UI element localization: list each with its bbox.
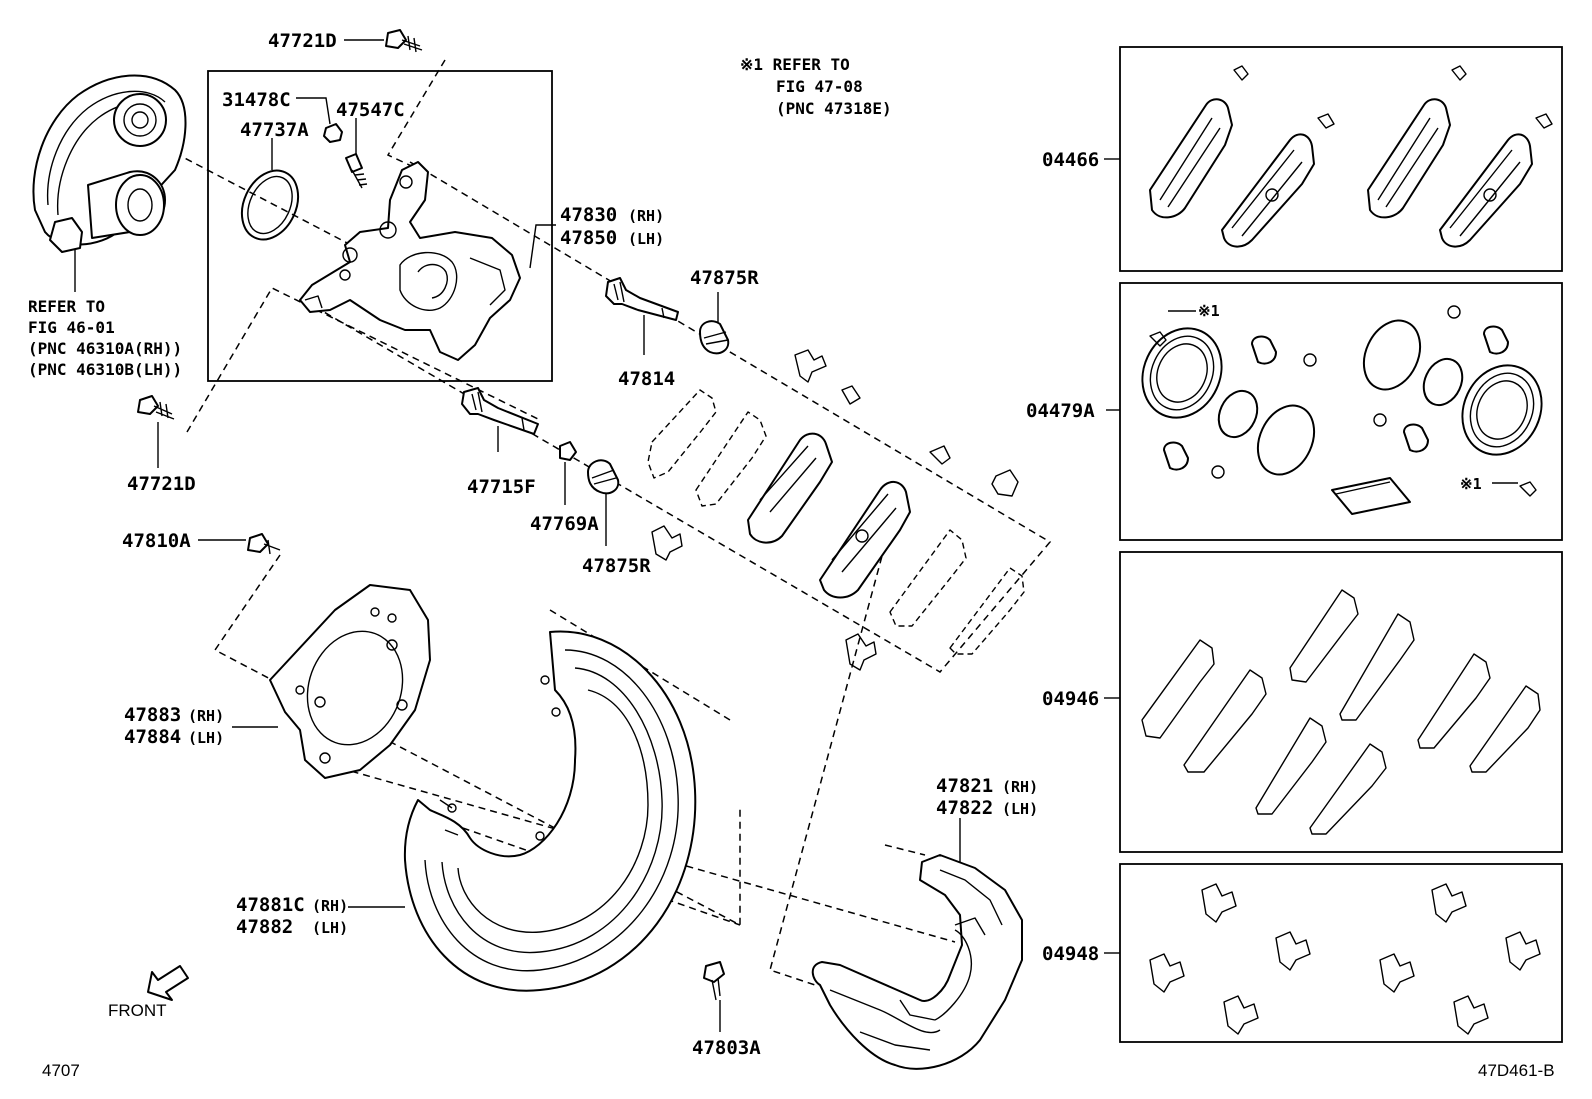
kit-box-04946 [1119, 551, 1563, 853]
o-ring-47737a [240, 169, 300, 241]
bolt-47721d-bottom [137, 395, 175, 420]
label-47822-side: (LH) [1002, 800, 1038, 818]
part-labels: 47721D 31478C 47547C 47737A 47830 (RH) 4… [122, 30, 1482, 1059]
label-47875r-top: 47875R [690, 267, 759, 289]
label-kit-04466: 04466 [1042, 149, 1099, 171]
note-refer-top-1: ※1 REFER TO [740, 55, 850, 74]
label-kit-04946: 04946 [1042, 688, 1099, 710]
label-47737a: 47737A [240, 119, 309, 141]
label-kit-mark-1: ※1 [1198, 302, 1220, 320]
kit-box-04948 [1119, 863, 1563, 1043]
front-label: FRONT [108, 1001, 167, 1020]
label-47883-side: (RH) [188, 707, 224, 725]
front-arrow-icon [147, 965, 189, 1001]
label-47882-side: (LH) [312, 919, 348, 937]
bolt-47810a [247, 533, 281, 555]
bushing-47769a [559, 441, 577, 461]
label-47884: 47884 [124, 726, 181, 748]
boot-47875r-bottom [587, 459, 620, 495]
label-47850: 47850 [560, 227, 617, 249]
label-47821: 47821 [936, 775, 993, 797]
note-refer-left-2: FIG 46-01 [28, 318, 115, 337]
label-47803a: 47803A [692, 1037, 761, 1059]
kit-04466-pads [1149, 65, 1553, 248]
bleeder-cap-31478c [323, 123, 343, 143]
dust-cover-47881c [403, 630, 697, 992]
mounting-plate-47883 [269, 584, 431, 779]
slide-pin-47814 [605, 277, 679, 321]
assembly-lines [174, 59, 1052, 986]
note-refer-left-4: (PNC 46310B(LH)) [28, 360, 182, 379]
label-47883: 47883 [124, 704, 181, 726]
label-47882: 47882 [236, 916, 293, 938]
note-refer-left-3: (PNC 46310A(RH)) [28, 339, 182, 358]
note-refer-top-3: (PNC 47318E) [776, 99, 892, 118]
label-47821-side: (RH) [1002, 778, 1038, 796]
label-47830: 47830 [560, 204, 617, 226]
label-31478c: 31478C [222, 89, 291, 111]
kit-box-04479a [1119, 282, 1563, 541]
screw-47803a [703, 961, 725, 1001]
label-47830-side: (RH) [628, 207, 664, 225]
label-47769a: 47769A [530, 513, 599, 535]
label-kit-04479a: 04479A [1026, 400, 1095, 422]
label-47721d-bottom: 47721D [127, 473, 196, 495]
label-47884-side: (LH) [188, 729, 224, 747]
caliper-box [207, 70, 553, 382]
label-47822: 47822 [936, 797, 993, 819]
kit-04479a-seals [1141, 305, 1543, 515]
label-47875r-bottom: 47875R [582, 555, 651, 577]
label-kit-04948: 04948 [1042, 943, 1099, 965]
kit-04946-shims [1141, 589, 1541, 835]
label-47721d-top: 47721D [268, 30, 337, 52]
caliper-body [299, 161, 521, 361]
label-47814: 47814 [618, 368, 675, 390]
label-47850-side: (LH) [628, 230, 664, 248]
slide-pin-47715f [461, 387, 539, 435]
page-code: 4707 [42, 1061, 80, 1080]
leader-lines [157, 39, 1518, 1032]
reference-notes: ※1 REFER TO FIG 47-08 (PNC 47318E) REFER… [28, 55, 892, 379]
label-47881c: 47881C [236, 894, 305, 916]
label-47881c-side: (RH) [312, 897, 348, 915]
pad-shims-and-clips [647, 349, 1025, 671]
caliper-mounting-47821 [811, 854, 1023, 1070]
bolt-47721d-top [385, 29, 423, 53]
kit-04948-clips [1149, 883, 1541, 1035]
label-47810a: 47810A [122, 530, 191, 552]
label-47715f: 47715F [467, 476, 536, 498]
label-47547c: 47547C [336, 99, 405, 121]
note-refer-left-1: REFER TO [28, 297, 105, 316]
note-refer-top-2: FIG 47-08 [776, 77, 863, 96]
label-kit-mark-2: ※1 [1460, 475, 1482, 493]
bleeder-screw-47547c [345, 153, 368, 189]
boot-47875r-top [699, 320, 730, 355]
figure-code: 47D461-B [1478, 1061, 1555, 1080]
parking-brake-actuator [32, 74, 187, 292]
